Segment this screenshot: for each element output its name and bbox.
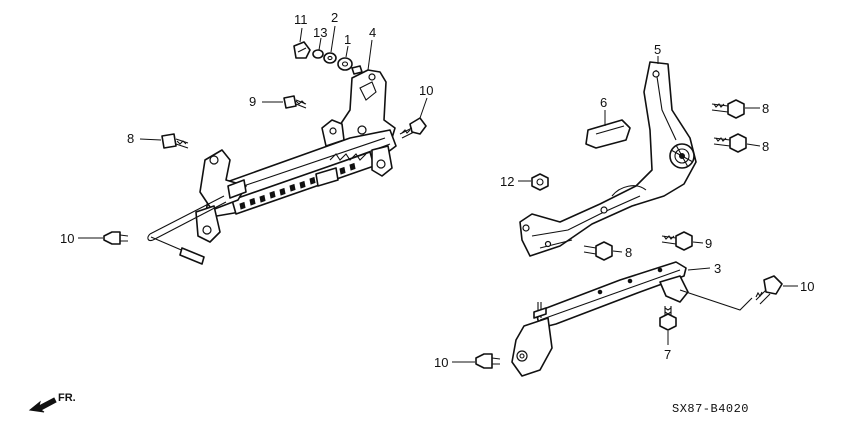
label-11-top: 11 [294, 12, 308, 27]
label-4: 4 [369, 25, 376, 40]
label-13-top: 13 [313, 25, 327, 40]
front-direction-label: FR. [58, 392, 76, 404]
front-direction-indicator: FR. [28, 392, 76, 413]
label-5: 5 [654, 42, 661, 57]
label-8-right-bottom: 8 [625, 245, 632, 260]
label-10-right: 10 [800, 279, 814, 294]
label-10-left-bottom: 10 [60, 231, 74, 246]
label-7: 7 [664, 347, 671, 362]
right-recliner [519, 61, 697, 257]
nut-12 [531, 173, 549, 191]
label-3: 3 [714, 261, 721, 276]
label-8-left: 8 [127, 131, 134, 146]
callout-labels: 11 2 13 1 4 9 10 8 10 5 6 8 8 12 9 8 3 1… [60, 10, 814, 370]
label-10-bottom: 10 [434, 355, 448, 370]
recliner-cover [585, 119, 631, 149]
label-6: 6 [600, 95, 607, 110]
label-8-right-top: 8 [762, 101, 769, 116]
label-9-right: 9 [705, 236, 712, 251]
front-arrow-icon [28, 397, 57, 413]
label-1-top: 1 [344, 32, 351, 47]
diagram-code: SX87-B4020 [672, 402, 749, 416]
label-10-left-top: 10 [419, 83, 433, 98]
label-12: 12 [500, 174, 514, 189]
label-2-top: 2 [331, 10, 338, 25]
label-9-left: 9 [249, 94, 256, 109]
fasteners [103, 41, 783, 369]
left-seat-adjuster [147, 69, 397, 265]
leader-lines [78, 25, 798, 363]
label-8-right-mid: 8 [762, 139, 769, 154]
right-lower-rail [511, 261, 753, 377]
